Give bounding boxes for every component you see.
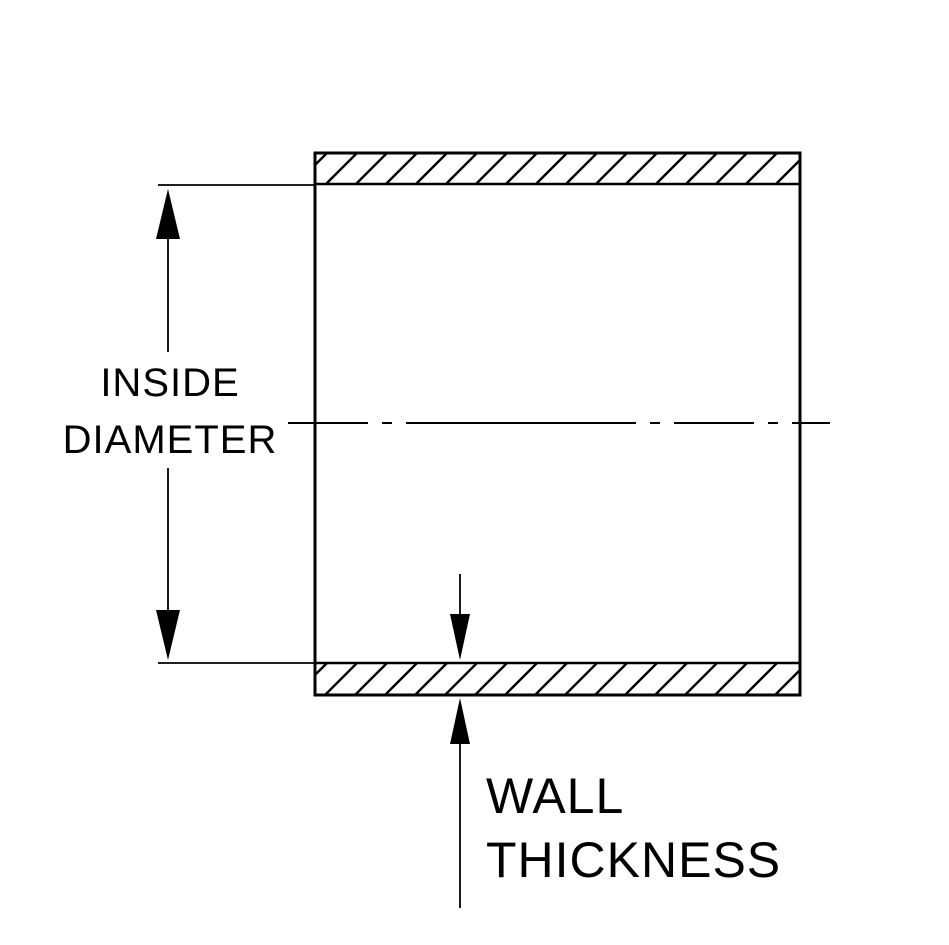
inside-diameter-label-line1: INSIDE — [100, 361, 239, 405]
wall-thickness-arrow-up-icon — [450, 698, 470, 744]
bottom-wall-hatch — [313, 661, 802, 697]
top-wall-hatch — [313, 151, 802, 186]
wall-thickness-label-line1: WALL — [486, 768, 624, 824]
inside-diameter-arrow-bottom-icon — [156, 610, 180, 660]
inside-diameter-arrow-top-icon — [156, 189, 180, 239]
wall-thickness-label-line2: THICKNESS — [486, 832, 781, 888]
wall-thickness-arrow-down-icon — [450, 614, 470, 660]
inside-diameter-label-line2: DIAMETER — [63, 418, 278, 462]
